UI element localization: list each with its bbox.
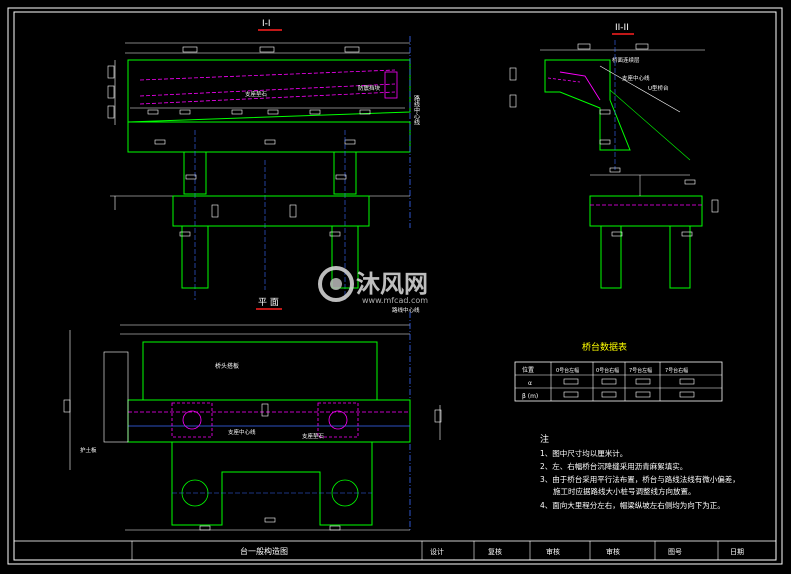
ii-slab-label: U型桥台 bbox=[648, 84, 669, 92]
pile-right bbox=[331, 225, 359, 289]
dim-text-box bbox=[259, 46, 275, 53]
ii-pile-cap bbox=[589, 195, 703, 227]
section-1-title: I-I bbox=[262, 19, 271, 29]
tb-review: 复核 bbox=[488, 547, 502, 556]
tb-check: 审核 bbox=[546, 547, 560, 556]
table-title: 桥台数据表 bbox=[582, 341, 627, 353]
tb-approve: 审核 bbox=[606, 547, 620, 556]
pile-left bbox=[181, 225, 209, 289]
plan-pad-label: 支座垫石 bbox=[302, 432, 325, 440]
plan-pile-cap bbox=[171, 441, 373, 526]
table-header-0-left: 0号台左幅 bbox=[556, 367, 579, 374]
plan-center-label: 路线中心线 bbox=[392, 306, 420, 314]
table-header-0-right: 0号台右幅 bbox=[596, 367, 619, 374]
curb-label: 护土板 bbox=[80, 446, 97, 454]
ii-pile-right bbox=[669, 225, 691, 289]
section-ii-ii: II-II 桥面连续层 支座中心线 U型桥台 bbox=[509, 23, 719, 289]
watermark-cn: 沐风网 bbox=[356, 270, 428, 298]
plan-title: 平 面 bbox=[258, 297, 279, 308]
road-center-text: 路线中心线 bbox=[413, 94, 420, 125]
table-header-position: 位置 bbox=[522, 366, 534, 374]
tb-date: 日期 bbox=[730, 548, 744, 556]
table-frame bbox=[514, 361, 723, 402]
abutment-data-table: 桥台数据表 位置 0号台左幅 0号台右幅 7号台左幅 7号台右幅 α β (m) bbox=[514, 341, 723, 402]
notes: 注 1、图中尺寸均以厘米计。 2、左、右幅桥台沉降缝采用沥青麻絮填实。 3、由于… bbox=[540, 433, 740, 510]
ii-top-label: 桥面连续层 bbox=[612, 56, 640, 64]
dim-text-box bbox=[182, 46, 198, 53]
drawing-title: 台一般构造图 bbox=[240, 546, 288, 556]
note-3: 3、由于桥台采用平行法布置，桥台与路线法线有微小偏差， bbox=[540, 474, 740, 484]
bearing-pad-text: 支座垫石 bbox=[245, 90, 268, 98]
pile-cap bbox=[172, 195, 370, 227]
plan-bearing-center-label: 支座中心线 bbox=[228, 428, 256, 436]
watermark-url: www.mfcad.com bbox=[362, 296, 428, 305]
dim-text-box bbox=[344, 46, 360, 53]
tb-design: 设计 bbox=[430, 547, 444, 556]
ii-pile-left bbox=[600, 225, 622, 289]
notes-heading: 注 bbox=[540, 433, 549, 445]
table-row-beta: β (m) bbox=[522, 393, 538, 400]
anti-seismic-text: 防震挡块 bbox=[358, 84, 381, 92]
note-2: 2、左、右幅桥台沉降缝采用沥青麻絮填实。 bbox=[540, 461, 687, 471]
plan-view: 平 面 路线中心线 桥头搭板 支座中心线 支座垫石 护土板 bbox=[63, 297, 442, 531]
title-block: 台一般构造图 设计 复核 审核 审核 图号 日期 bbox=[13, 540, 777, 561]
note-4: 4、面向大里程分左右，帽梁纵坡左右侧均为向下为正。 bbox=[540, 500, 725, 510]
section-i-i: I-I 支座垫石 防震挡块 路线中心线 bbox=[107, 19, 420, 300]
tb-drawing-no: 图号 bbox=[668, 548, 682, 556]
abutment-body bbox=[544, 59, 631, 151]
table-row-alpha: α bbox=[528, 380, 532, 387]
note-3-continued: 施工时应据路线大小桩号调整线方向放置。 bbox=[553, 486, 696, 496]
table-header-7-left: 7号台左幅 bbox=[629, 367, 652, 374]
cap-beam bbox=[127, 59, 411, 123]
table-header-7-right: 7号台右幅 bbox=[665, 367, 688, 374]
bridge-head-slab-text: 桥头搭板 bbox=[215, 362, 239, 370]
watermark: 沐风网 www.mfcad.com bbox=[318, 266, 428, 305]
ii-bearing-label: 支座中心线 bbox=[622, 74, 650, 82]
outer-frame bbox=[7, 7, 783, 565]
watermark-logo-icon bbox=[318, 266, 354, 302]
note-1: 1、图中尺寸均以厘米计。 bbox=[540, 448, 627, 458]
section-2-title: II-II bbox=[615, 23, 629, 33]
